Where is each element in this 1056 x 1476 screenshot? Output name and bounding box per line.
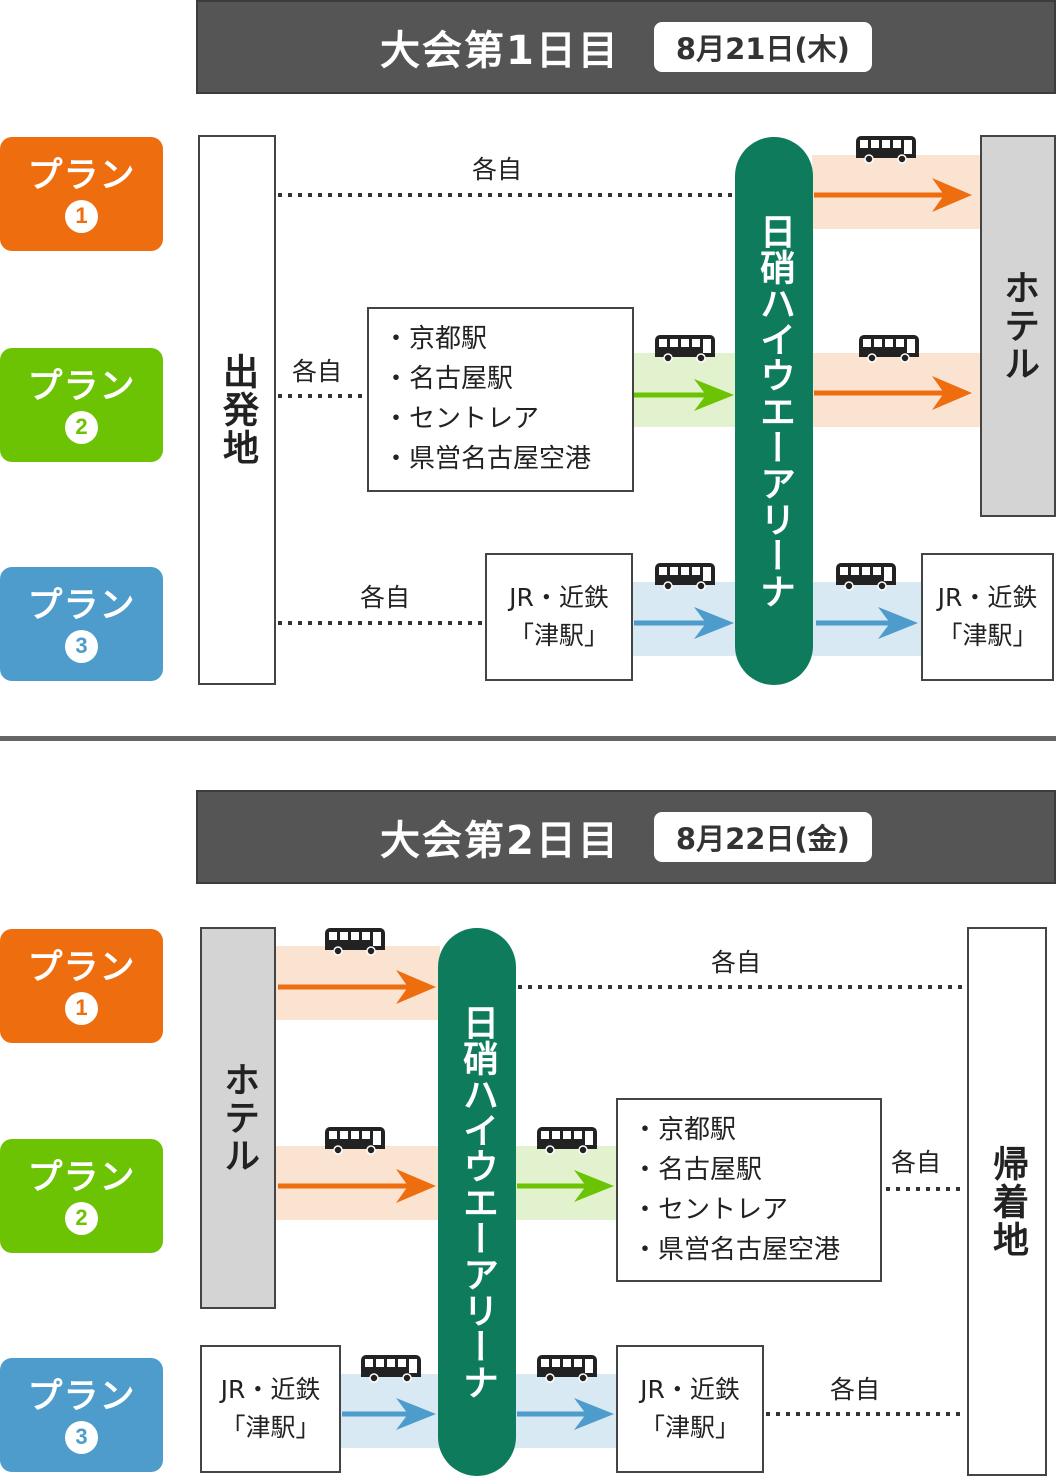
station-item: 名古屋駅: [632, 1150, 866, 1190]
plan-label: プラン: [27, 366, 136, 407]
plan-number: 2: [65, 1201, 98, 1235]
tsu-line1: JR・近鉄: [220, 1375, 321, 1404]
plan-label: プラン: [27, 155, 136, 196]
day1-start-label: 出発地: [217, 353, 258, 467]
day1-plan1-arrow-icon: [814, 178, 972, 212]
day2-plan2-each-label: 各自: [891, 1148, 942, 1177]
bus-icon: [835, 562, 897, 591]
day1-arena-label: 日硝ハイウエーアリーナ: [754, 213, 795, 609]
day2-header: 大会第2日目 8月22日(金): [196, 790, 1056, 884]
tsu-line2: 「津駅」: [508, 621, 609, 650]
bus-icon: [654, 562, 716, 591]
day2-plan2-orange-arrow-icon: [278, 1169, 436, 1203]
day2-hotel-box: ホテル: [200, 927, 276, 1309]
day2-plan1-arrow-icon: [278, 970, 436, 1004]
plan-label: プラン: [27, 947, 136, 988]
day1-hotel-label: ホテル: [998, 269, 1039, 383]
day1-plan2-green-arrow-icon: [634, 379, 734, 411]
day2-plan3-right-arrow-icon: [517, 1398, 614, 1430]
day1-tsu-station-box-right: JR・近鉄 「津駅」: [921, 553, 1054, 681]
bus-icon: [324, 927, 386, 956]
plan-number: 1: [65, 199, 98, 233]
day2-tsu-station-box-left: JR・近鉄 「津駅」: [200, 1345, 341, 1473]
station-item: 京都駅: [383, 319, 618, 359]
day2-return-label: 帰着地: [987, 1144, 1028, 1259]
day1-plan3-badge: プラン 3: [0, 567, 163, 681]
day2-return-box: 帰着地: [967, 927, 1047, 1476]
tsu-line1: JR・近鉄: [640, 1375, 740, 1404]
tsu-line2: 「津駅」: [639, 1413, 740, 1442]
day1-plan2-badge: プラン 2: [0, 348, 163, 462]
day1-start-box: 出発地: [198, 135, 276, 685]
day2-arena-label: 日硝ハイウエーアリーナ: [457, 1004, 498, 1400]
day2-plan3-badge: プラン 3: [0, 1358, 163, 1472]
day1-plan1-badge: プラン 1: [0, 137, 163, 251]
tsu-line2: 「津駅」: [220, 1413, 321, 1442]
day2-plan3-left-arrow-icon: [342, 1398, 436, 1430]
day1-arena-pill: 日硝ハイウエーアリーナ: [735, 137, 813, 685]
tsu-line1: JR・近鉄: [509, 583, 609, 612]
station-item: 京都駅: [632, 1110, 866, 1150]
day1-station-list: 京都駅 名古屋駅 セントレア 県営名古屋空港: [367, 307, 634, 492]
bus-icon: [858, 334, 920, 363]
station-item: 県営名古屋空港: [632, 1230, 866, 1270]
bus-icon: [654, 334, 716, 363]
day1-header: 大会第1日目 8月21日(木): [196, 0, 1056, 94]
station-item: セントレア: [383, 399, 618, 439]
plan-number: 3: [65, 629, 98, 663]
day2-plan2-badge: プラン 2: [0, 1139, 163, 1253]
bus-icon: [360, 1354, 422, 1383]
plan-label: プラン: [27, 585, 136, 626]
day1-hotel-box: ホテル: [980, 135, 1056, 517]
day1-plan2-orange-arrow-icon: [814, 376, 972, 410]
bus-icon: [536, 1354, 598, 1383]
day2-hotel-label: ホテル: [218, 1061, 259, 1175]
day1-plan3-each-label: 各自: [360, 583, 411, 612]
day1-plan3-right-arrow-icon: [816, 607, 918, 639]
day1-plan1-each-label: 各自: [472, 155, 523, 184]
day2-plan1-badge: プラン 1: [0, 929, 163, 1043]
day1-plan2-each-label: 各自: [292, 357, 343, 386]
tsu-line1: JR・近鉄: [937, 583, 1038, 612]
day2-station-list: 京都駅 名古屋駅 セントレア 県営名古屋空港: [616, 1098, 882, 1282]
day2-arena-pill: 日硝ハイウエーアリーナ: [438, 928, 516, 1476]
day2-tsu-station-box-right: JR・近鉄 「津駅」: [616, 1345, 764, 1473]
bus-icon: [536, 1126, 598, 1155]
bus-icon: [324, 1126, 386, 1155]
day1-tsu-station-box-left: JR・近鉄 「津駅」: [485, 553, 633, 681]
plan-label: プラン: [27, 1157, 136, 1198]
day2-plan2-green-arrow-icon: [517, 1170, 614, 1202]
day1-title: 大会第1日目: [380, 28, 620, 74]
day2-plan1-each-label: 各自: [711, 948, 762, 977]
day2-title: 大会第2日目: [380, 818, 620, 864]
tsu-line2: 「津駅」: [937, 621, 1038, 650]
station-item: 県営名古屋空港: [383, 439, 618, 479]
station-item: セントレア: [632, 1190, 866, 1230]
station-item: 名古屋駅: [383, 359, 618, 399]
plan-label: プラン: [27, 1376, 136, 1417]
day1-plan3-left-arrow-icon: [634, 607, 734, 639]
plan-number: 2: [65, 410, 98, 444]
bus-icon: [855, 135, 917, 164]
plan-number: 1: [65, 991, 98, 1025]
day-divider: [0, 736, 1056, 741]
day2-date: 8月22日(金): [653, 812, 872, 862]
day2-plan3-each-label: 各自: [830, 1375, 881, 1404]
day1-date: 8月21日(木): [653, 22, 872, 72]
plan-number: 3: [65, 1420, 98, 1454]
